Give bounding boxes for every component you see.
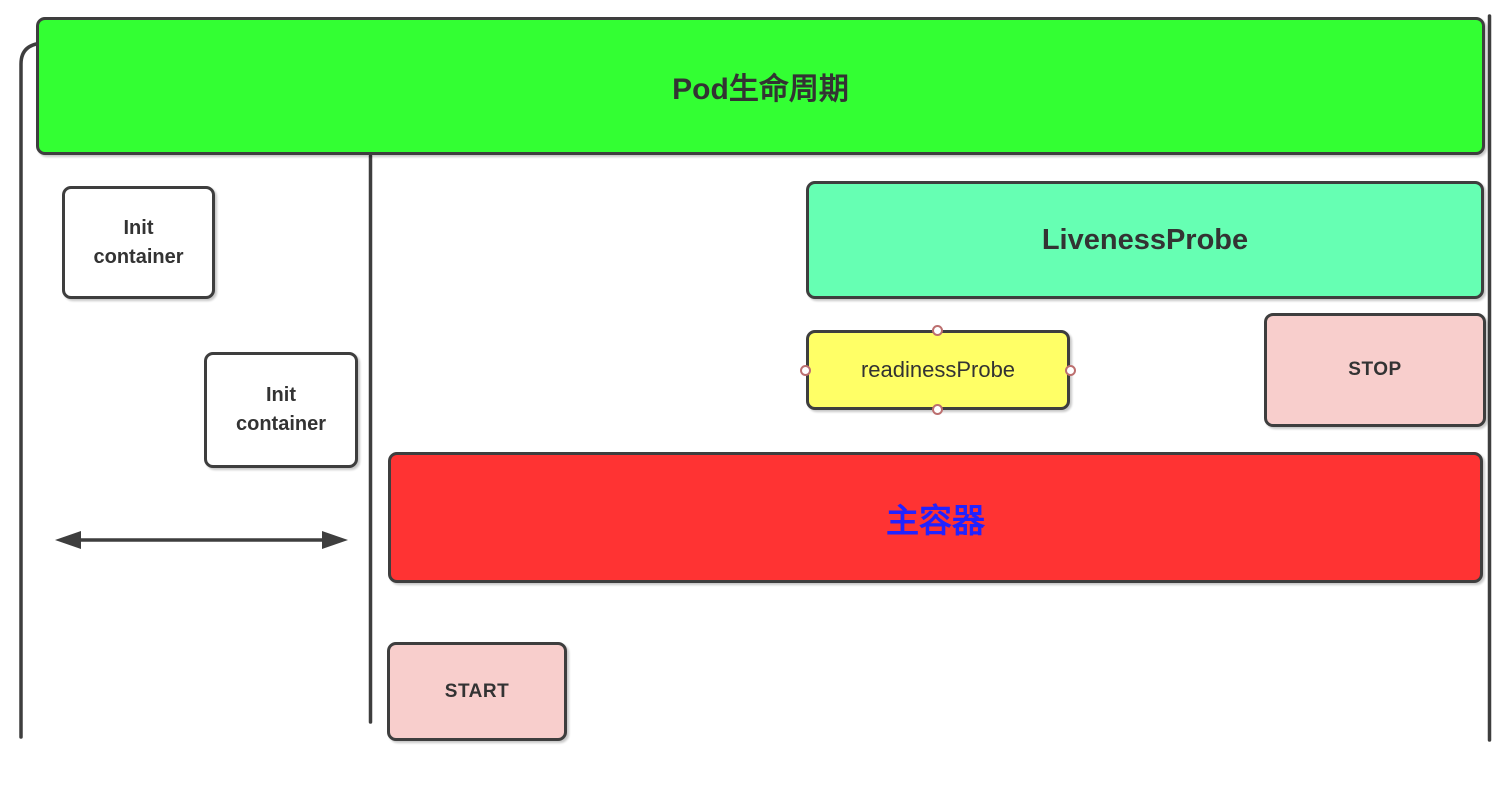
stop-label: STOP xyxy=(1348,359,1402,380)
init-container-2-label: Init container xyxy=(235,384,327,435)
init-container-1-node[interactable]: Init container xyxy=(62,186,215,299)
main-container-label: 主容器 xyxy=(886,501,985,539)
readiness-probe-handle-bottom[interactable] xyxy=(932,404,943,415)
start-label: START xyxy=(444,680,510,702)
readiness-probe-handle-top[interactable] xyxy=(932,325,943,336)
init-container-1-label: Init container xyxy=(93,216,184,268)
liveness-probe-node[interactable]: LivenessProbe xyxy=(806,181,1484,299)
readiness-probe-label: readinessProbe xyxy=(860,357,1016,382)
readiness-probe-handle-right[interactable] xyxy=(1065,365,1076,376)
readiness-probe-node[interactable]: readinessProbe xyxy=(806,330,1070,410)
double-arrow-left-head xyxy=(55,531,81,549)
liveness-probe-label: LivenessProbe xyxy=(1041,223,1249,256)
double-arrow-right-head xyxy=(322,531,348,549)
double-arrow[interactable] xyxy=(55,531,348,549)
pod-lifecycle-banner[interactable]: Pod生命周期 xyxy=(36,17,1485,155)
init-container-2-node[interactable]: Init container xyxy=(204,352,358,468)
start-node[interactable]: START xyxy=(387,642,567,741)
pod-lifecycle-banner-label: Pod生命周期 xyxy=(672,73,849,106)
main-container-node[interactable]: 主容器 xyxy=(388,452,1483,583)
stop-node[interactable]: STOP xyxy=(1264,313,1486,427)
readiness-probe-handle-left[interactable] xyxy=(800,365,811,376)
